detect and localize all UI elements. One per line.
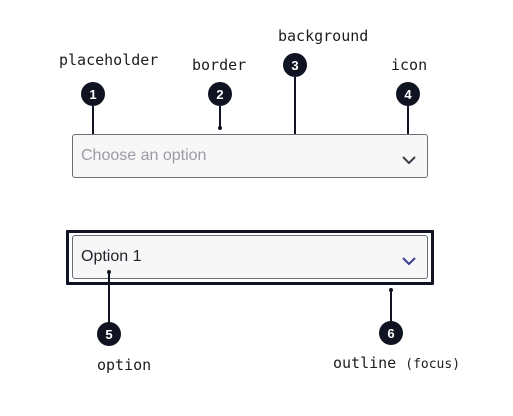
leader-line-6 bbox=[390, 290, 392, 322]
select-focused[interactable]: Option 1 bbox=[72, 235, 428, 279]
leader-line-4 bbox=[407, 106, 409, 146]
label-outline-main: outline bbox=[333, 354, 397, 372]
label-outline-sub: (focus) bbox=[405, 357, 461, 372]
leader-line-5 bbox=[108, 272, 110, 323]
label-outline: outline (focus) bbox=[333, 354, 461, 372]
leader-line-1 bbox=[92, 106, 94, 150]
marker-4: 4 bbox=[396, 82, 420, 106]
select-option-value: Option 1 bbox=[81, 248, 142, 265]
label-option: option bbox=[97, 356, 152, 374]
chevron-down-icon bbox=[402, 152, 416, 164]
select-placeholder: Choose an option bbox=[81, 147, 207, 164]
marker-2: 2 bbox=[208, 82, 232, 106]
marker-1: 1 bbox=[81, 82, 105, 106]
select-default[interactable]: Choose an option bbox=[72, 134, 428, 178]
chevron-down-icon bbox=[402, 253, 416, 265]
leader-line-2 bbox=[219, 106, 221, 128]
label-border: border bbox=[192, 56, 247, 74]
label-placeholder: placeholder bbox=[59, 51, 159, 69]
leader-end-2 bbox=[218, 126, 222, 130]
label-background: background bbox=[278, 27, 369, 45]
label-icon: icon bbox=[391, 56, 428, 74]
marker-3: 3 bbox=[283, 53, 307, 77]
leader-line-3 bbox=[294, 77, 296, 144]
marker-6: 6 bbox=[379, 321, 403, 345]
marker-5: 5 bbox=[97, 322, 121, 346]
